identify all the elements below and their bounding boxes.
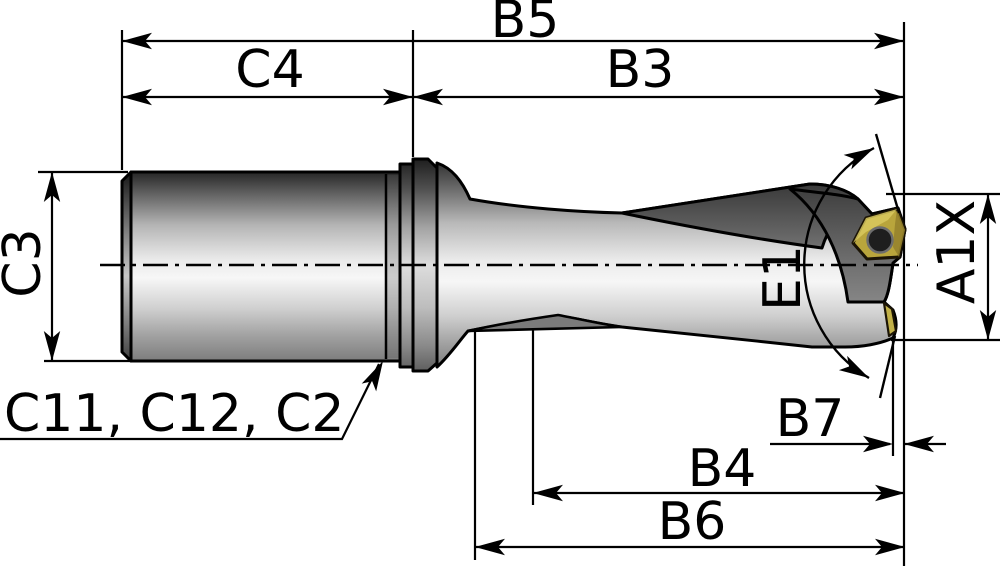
- shank-end-chamfer: [120, 170, 133, 363]
- dim-label-b5: B5: [491, 0, 560, 50]
- cutting-edge-line-top: [874, 133, 901, 214]
- extension-lines: [38, 22, 1000, 566]
- dim-label-c3: C3: [0, 228, 53, 297]
- dimension-lines: [0, 39, 990, 549]
- dim-label-b3: B3: [606, 40, 675, 100]
- insert-facet-highlight: [853, 209, 897, 243]
- insert-facet-shadow: [893, 209, 905, 257]
- flute-wedge-top: [620, 182, 860, 250]
- shank-note-leader-line: [0, 363, 380, 441]
- cutting-edge-line-bottom: [878, 335, 897, 399]
- dim-label-a1x: A1X: [927, 200, 987, 304]
- lower-insert-edge: [882, 301, 898, 338]
- point-angle-arc: [803, 146, 875, 380]
- insert-screw-hole: [866, 226, 894, 254]
- dim-label-shank-note: C11, C12, C2: [4, 384, 344, 444]
- dim-label-e1: E1: [753, 245, 813, 311]
- point-angle-construction: [803, 133, 901, 399]
- dim-label-b7: B7: [776, 389, 845, 449]
- dimension-labels: B5 C4 B3 C3 C11, C12, C2 E1 A1X B7 B4 B6: [0, 0, 987, 552]
- dim-label-c4: C4: [235, 40, 304, 100]
- dim-label-b4: B4: [688, 439, 757, 499]
- drill-tool: [120, 157, 907, 373]
- shank-relief-groove: [386, 175, 400, 358]
- flute-wedge-bottom: [466, 313, 624, 333]
- dim-label-b6: B6: [658, 492, 727, 552]
- drill-shank: [129, 170, 402, 363]
